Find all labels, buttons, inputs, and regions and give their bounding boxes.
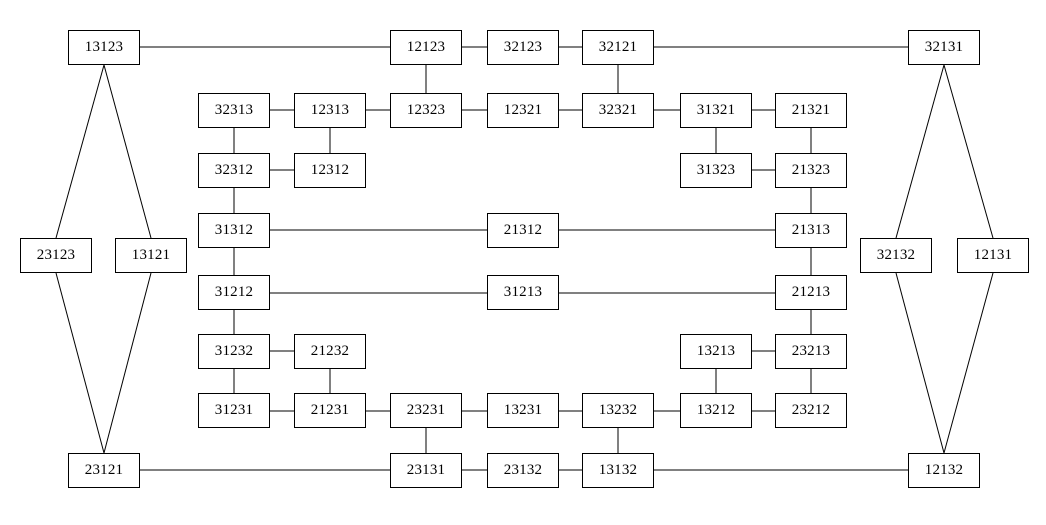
node-label: 31212 [214,284,254,300]
node-label: 13231 [503,402,543,418]
node-31321[interactable]: 31321 [680,93,752,128]
node-label: 13213 [696,343,736,359]
node-label: 32132 [876,247,916,263]
node-label: 32131 [924,39,964,55]
node-label: 31231 [214,402,254,418]
edge-32131-32132 [895,64,945,239]
node-label: 23212 [791,402,831,418]
node-label: 31213 [503,284,543,300]
node-label: 13212 [696,402,736,418]
node-31312[interactable]: 31312 [198,213,270,248]
node-32121[interactable]: 32121 [582,30,654,65]
edge-13121-23121 [103,272,152,454]
node-label: 23132 [503,462,543,478]
node-21323[interactable]: 21323 [775,153,847,188]
node-label: 31323 [696,162,736,178]
node-13232[interactable]: 13232 [582,393,654,428]
node-21312[interactable]: 21312 [487,213,559,248]
node-13231[interactable]: 13231 [487,393,559,428]
node-23121[interactable]: 23121 [68,453,140,488]
node-23231[interactable]: 23231 [390,393,462,428]
node-23131[interactable]: 23131 [390,453,462,488]
node-12313[interactable]: 12313 [294,93,366,128]
node-21232[interactable]: 21232 [294,334,366,369]
node-label: 21231 [310,402,350,418]
node-label: 23131 [406,462,446,478]
node-label: 21321 [791,102,831,118]
node-13121[interactable]: 13121 [115,238,187,273]
edge-13123-23123 [55,64,105,239]
node-label: 31312 [214,222,254,238]
node-12123[interactable]: 12123 [390,30,462,65]
node-label: 32313 [214,102,254,118]
node-21313[interactable]: 21313 [775,213,847,248]
node-31232[interactable]: 31232 [198,334,270,369]
node-31212[interactable]: 31212 [198,275,270,310]
node-label: 12323 [406,102,446,118]
node-23213[interactable]: 23213 [775,334,847,369]
edge-23123-23121 [55,272,105,454]
node-label: 21213 [791,284,831,300]
node-label: 32121 [598,39,638,55]
node-21321[interactable]: 21321 [775,93,847,128]
node-12131[interactable]: 12131 [957,238,1029,273]
node-label: 23123 [36,247,76,263]
edge-32131-12131 [943,64,994,239]
node-13213[interactable]: 13213 [680,334,752,369]
node-13123[interactable]: 13123 [68,30,140,65]
node-label: 21312 [503,222,543,238]
node-label: 32321 [598,102,638,118]
node-12132[interactable]: 12132 [908,453,980,488]
edge-32132-12132 [895,272,945,454]
node-label: 23231 [406,402,446,418]
node-label: 23121 [84,462,124,478]
node-label: 31321 [696,102,736,118]
node-label: 13132 [598,462,638,478]
node-23212[interactable]: 23212 [775,393,847,428]
node-label: 21323 [791,162,831,178]
node-13132[interactable]: 13132 [582,453,654,488]
node-label: 12132 [924,462,964,478]
node-23132[interactable]: 23132 [487,453,559,488]
node-32321[interactable]: 32321 [582,93,654,128]
node-12312[interactable]: 12312 [294,153,366,188]
node-21231[interactable]: 21231 [294,393,366,428]
node-label: 13123 [84,39,124,55]
node-32132[interactable]: 32132 [860,238,932,273]
node-label: 13121 [131,247,171,263]
node-32312[interactable]: 32312 [198,153,270,188]
node-label: 21313 [791,222,831,238]
node-32131[interactable]: 32131 [908,30,980,65]
node-label: 32123 [503,39,543,55]
node-31323[interactable]: 31323 [680,153,752,188]
node-12321[interactable]: 12321 [487,93,559,128]
node-label: 23213 [791,343,831,359]
node-label: 12313 [310,102,350,118]
node-23123[interactable]: 23123 [20,238,92,273]
node-label: 12123 [406,39,446,55]
node-32123[interactable]: 32123 [487,30,559,65]
node-12323[interactable]: 12323 [390,93,462,128]
node-label: 31232 [214,343,254,359]
node-label: 12312 [310,162,350,178]
edge-12131-12132 [943,272,994,454]
node-label: 13232 [598,402,638,418]
node-31231[interactable]: 31231 [198,393,270,428]
edge-13123-13121 [103,64,152,239]
node-label: 12131 [973,247,1013,263]
node-label: 32312 [214,162,254,178]
node-13212[interactable]: 13212 [680,393,752,428]
node-21213[interactable]: 21213 [775,275,847,310]
node-32313[interactable]: 32313 [198,93,270,128]
node-31213[interactable]: 31213 [487,275,559,310]
node-label: 12321 [503,102,543,118]
node-label: 21232 [310,343,350,359]
